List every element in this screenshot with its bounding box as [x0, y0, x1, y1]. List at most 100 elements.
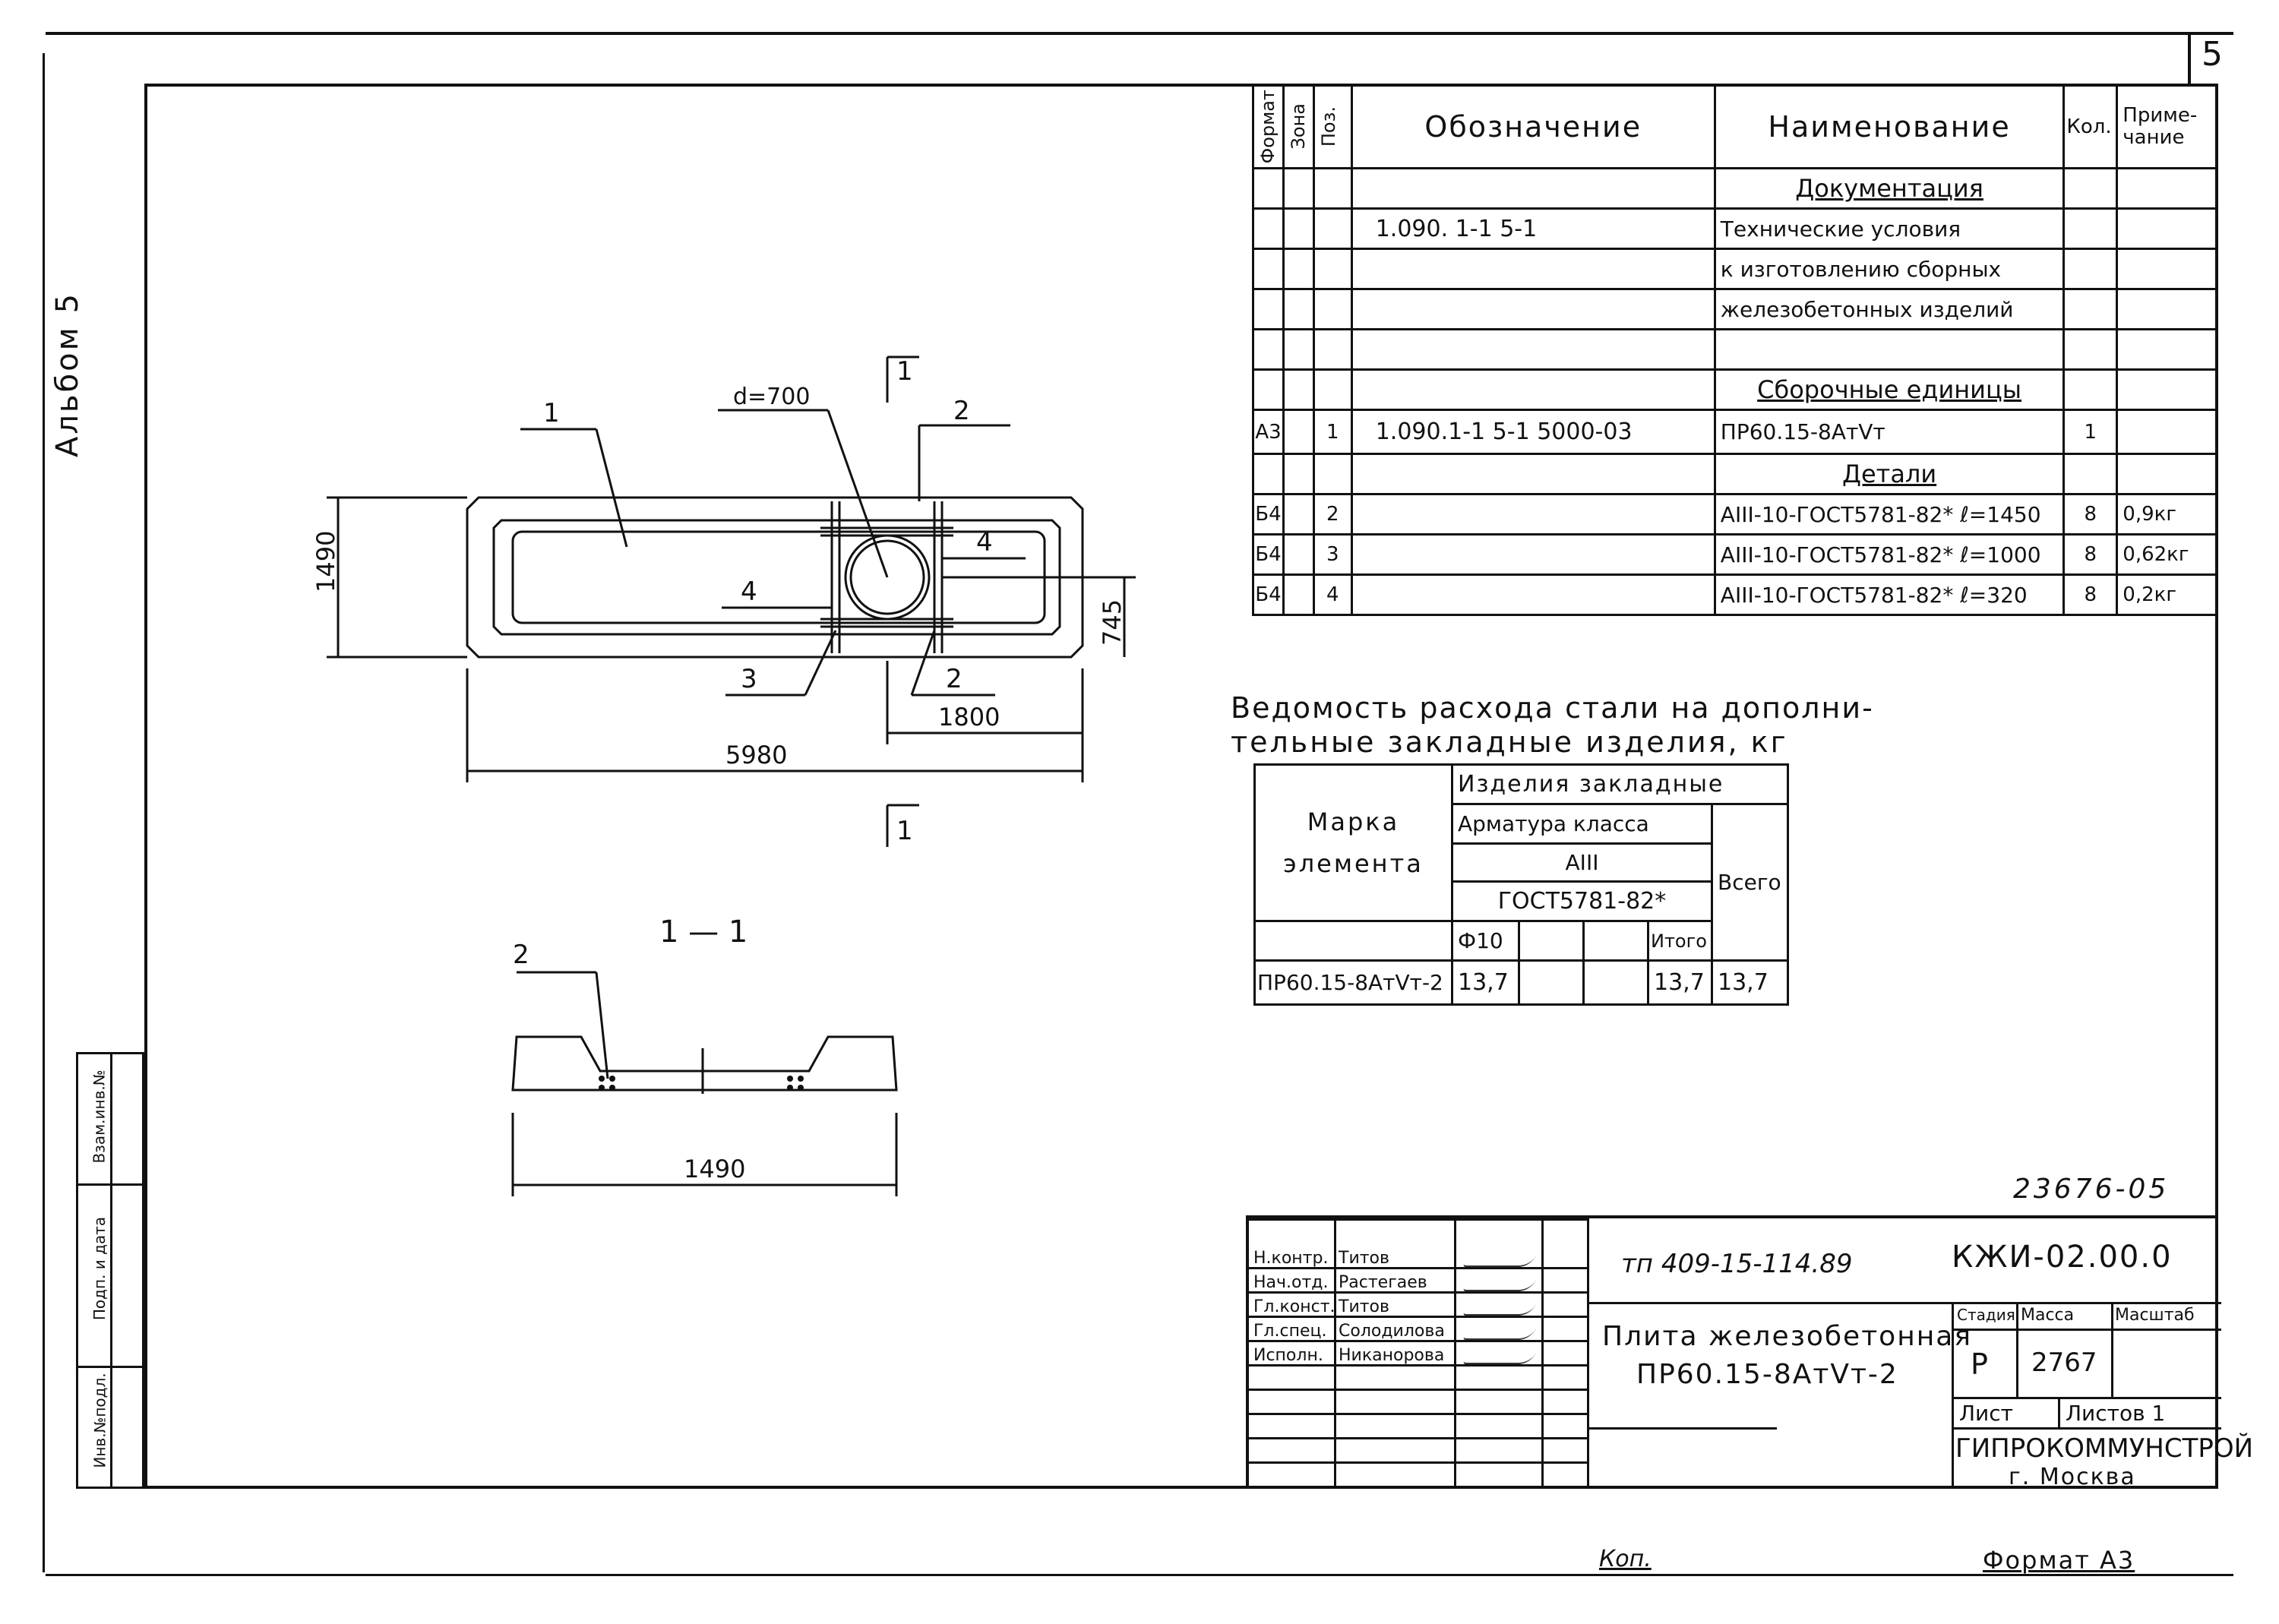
spec-note: [2116, 368, 2218, 411]
spec-note: [2116, 248, 2218, 290]
steel-row-total: 13,7: [1711, 959, 1789, 1006]
spec-designation: [1350, 248, 1716, 290]
title-block-rule: [1249, 1486, 1587, 1488]
spec-zone: [1282, 533, 1315, 576]
slab-outline: [466, 496, 1084, 659]
spec-qty: [2062, 207, 2119, 250]
callout-2-bottom: 2: [946, 664, 962, 694]
doc-code-handwritten: 23676-05: [2013, 1174, 2170, 1205]
signer-name: Растегаев: [1339, 1273, 1427, 1292]
spec-note: [2116, 328, 2218, 371]
spec-designation: [1350, 288, 1716, 330]
callout-2-top: 2: [953, 396, 970, 426]
slab-inner: [492, 519, 1061, 636]
footer-format: Формат А3: [1983, 1546, 2135, 1575]
spec-qty: [2062, 368, 2119, 411]
dim-length: 5980: [725, 741, 787, 769]
spec-pos: [1312, 167, 1353, 210]
section-drawing: [511, 971, 898, 1196]
spec-pos: 4: [1312, 573, 1353, 616]
spec-pos: [1312, 368, 1353, 411]
signature: [1462, 1255, 1537, 1267]
spec-qty: 8: [2062, 573, 2119, 616]
section-mark-top: 1: [896, 356, 913, 387]
spec-row: Сборочные единицы: [1252, 368, 2218, 411]
spec-note: 0,2кг: [2116, 573, 2218, 616]
signer-role: Исполн.: [1253, 1346, 1323, 1365]
signer-name: Солодилова: [1339, 1322, 1445, 1341]
title-block-rule: [1249, 1364, 1587, 1366]
stage-value: Р: [1971, 1348, 1988, 1381]
spec-designation: 1.090.1-1 5-1 5000-03: [1350, 409, 1716, 455]
spec-designation: [1350, 573, 1716, 616]
spec-format: [1252, 328, 1285, 371]
spec-designation: [1350, 167, 1716, 210]
signer-name: Никанорова: [1339, 1346, 1445, 1365]
dim-745: 745: [1098, 599, 1127, 646]
spec-designation: [1350, 328, 1716, 371]
steel-arm-class: Арматура класса: [1451, 803, 1713, 845]
spec-designation: 1.090. 1-1 5-1: [1350, 207, 1716, 250]
spec-designation: [1350, 368, 1716, 411]
title-block-rule: [1249, 1267, 1587, 1269]
mass-label: Масса: [2021, 1306, 2075, 1325]
spec-qty: [2062, 167, 2119, 210]
spec-zone: [1282, 409, 1315, 455]
callout-4-left: 4: [741, 577, 757, 607]
title-block-rule: [1249, 1437, 1587, 1439]
section-mark-bottom: 1: [896, 816, 913, 846]
callout-3: 3: [741, 664, 757, 694]
signer-name: Титов: [1339, 1249, 1389, 1268]
stage-label: Стадия: [1957, 1306, 2015, 1324]
steel-row: ПР60.15-8АтVт-2 13,7 13,7 13,7: [1253, 959, 1789, 1006]
spec-name: Сборочные единицы: [1713, 368, 2066, 411]
spec-header-row: Формат Зона Поз. Обозначение Наименовани…: [1252, 84, 2218, 169]
steel-row-mark: ПР60.15-8АтVт-2: [1253, 959, 1453, 1006]
spec-note: [2116, 167, 2218, 210]
spec-qty: [2062, 288, 2119, 330]
spec-qty: [2062, 328, 2119, 371]
spec-zone: [1282, 493, 1315, 536]
spec-format: [1252, 453, 1285, 495]
signature: [1462, 1352, 1537, 1364]
title-block-rule: [1249, 1461, 1587, 1464]
spec-note: [2116, 453, 2218, 495]
spec-note: [2116, 207, 2218, 250]
bottom-line: [46, 1574, 2233, 1576]
spec-designation: [1350, 533, 1716, 576]
signature: [1462, 1328, 1537, 1340]
steel-title-1: Ведомость расхода стали на дополни-: [1231, 691, 1874, 725]
steel-row-d10: 13,7: [1451, 959, 1520, 1006]
spec-row: к изготовлению сборных: [1252, 248, 2218, 290]
drawing-title-2: ПР60.15-8АтVт-2: [1636, 1359, 1898, 1390]
spec-header-name: Наименование: [1713, 84, 2066, 169]
spec-pos: [1312, 453, 1353, 495]
steel-group-header: Изделия закладные: [1451, 763, 1789, 805]
steel-arm-grade: АIII: [1451, 842, 1713, 883]
document-code: КЖИ-02.00.0: [1952, 1240, 2173, 1275]
spec-note: 0,9кг: [2116, 493, 2218, 536]
page-number: 5: [2202, 35, 2223, 74]
spec-note: 0,62кг: [2116, 533, 2218, 576]
section-callout-2: 2: [513, 940, 529, 970]
hole-diameter: d=700: [733, 384, 810, 410]
spec-row: Документация: [1252, 167, 2218, 210]
spec-header-designation: Обозначение: [1350, 84, 1716, 169]
spec-name: Документация: [1713, 167, 2066, 210]
section-dim-width: 1490: [684, 1155, 745, 1183]
spec-name: железобетонных изделий: [1713, 288, 2066, 330]
spec-zone: [1282, 207, 1315, 250]
spec-format: [1252, 288, 1285, 330]
signer-name: Титов: [1339, 1297, 1389, 1316]
spec-format: [1252, 368, 1285, 411]
spec-header-note: Приме-чание: [2116, 84, 2218, 169]
spec-qty: 8: [2062, 493, 2119, 536]
spec-name: ПР60.15-8АтVт: [1713, 409, 2066, 455]
section-title: 1 — 1: [659, 915, 748, 949]
organization: ГИПРОКОММУНСТРОЙ: [1955, 1433, 2254, 1464]
dim-1800: 1800: [938, 703, 1000, 731]
